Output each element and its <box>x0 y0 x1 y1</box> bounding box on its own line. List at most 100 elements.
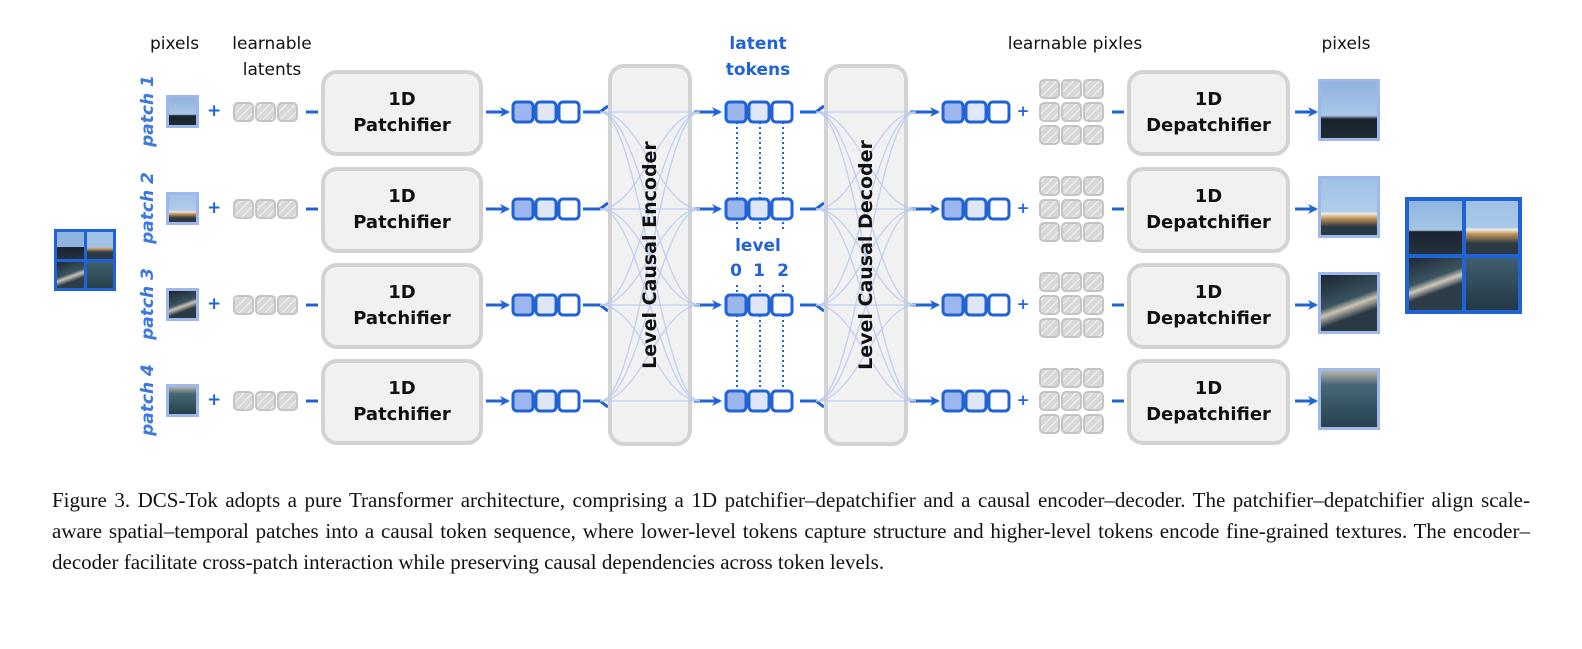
label-learnable-latents-2: latents <box>242 60 302 80</box>
output-image-quad-3 <box>1409 257 1462 310</box>
row-1-patch-token-level-0 <box>511 100 535 124</box>
row-4-decoded-token-level-0 <box>941 389 965 413</box>
row-3-latent-token-level-0 <box>724 293 748 317</box>
input-image-quad-1 <box>57 232 84 259</box>
row-3-decoded-token-level-0 <box>941 293 965 317</box>
patchifier-line2: Patchifier <box>353 308 451 329</box>
row-3-latent-token-level-1 <box>747 293 771 317</box>
row-4-input-patch-image <box>166 384 199 417</box>
row-1-patch-token-level-1 <box>534 100 558 124</box>
decoder-connection <box>815 304 917 402</box>
row-3-learnable-latent-2 <box>277 295 298 315</box>
input-image-quad-3 <box>57 261 84 288</box>
depatchifier-line1: 1D <box>1194 89 1223 110</box>
depatchifier-line1: 1D <box>1194 186 1223 207</box>
output-image-quad-1 <box>1409 201 1462 254</box>
label-learnable-pixels: learnable pixles <box>1007 34 1143 54</box>
level-index-1: 1 <box>753 261 765 281</box>
row-2-patch-label: patch 2 <box>138 172 158 244</box>
cross-attention-lines <box>599 111 917 402</box>
encoder-connection <box>599 111 701 402</box>
row-1-latent-token-level-2 <box>770 100 794 124</box>
row-3-plus-pixels: + <box>1016 295 1030 313</box>
row-2-output-patch-image <box>1318 176 1380 238</box>
encoder-connection <box>599 111 701 210</box>
depatchifier-line1: 1D <box>1194 282 1223 303</box>
row-1-plus-pixels: + <box>1016 102 1030 120</box>
row-3-patch-token-level-1 <box>534 293 558 317</box>
row-1-decoded-token-level-2 <box>987 100 1011 124</box>
patchifier-line2: Patchifier <box>353 115 451 136</box>
row-4-learnable-pixel-r1-1 <box>1061 391 1082 411</box>
row-4-patch-token-level-1 <box>534 389 558 413</box>
row-3-decoded-token-level-1 <box>964 293 988 317</box>
row-4-patch-label: patch 4 <box>138 364 158 436</box>
row-4-learnable-pixel-r2-1 <box>1061 414 1082 434</box>
row-1-learnable-pixel-r2-2 <box>1083 125 1104 145</box>
row-4-patch-token-level-2 <box>557 389 581 413</box>
row-4-decoded-token-level-1 <box>964 389 988 413</box>
architecture-diagram: pixels learnable latents latent tokens l… <box>54 34 1522 446</box>
row-3-latent-token-level-2 <box>770 293 794 317</box>
row-1-decoded-token-level-1 <box>964 100 988 124</box>
input-image-quad-4 <box>86 261 113 288</box>
encoder-label: Level Causal Encoder <box>639 141 661 369</box>
row-1-output-patch-image <box>1318 79 1380 141</box>
row-1-input-patch-image <box>166 95 199 128</box>
row-1-latent-token-level-0 <box>724 100 748 124</box>
row-4-learnable-pixel-r2-0 <box>1039 414 1060 434</box>
row-1-learnable-pixel-r2-0 <box>1039 125 1060 145</box>
row-4-learnable-latent-0 <box>233 391 254 411</box>
row-4-plus-latents: + <box>207 390 222 410</box>
row-2-learnable-latent-1 <box>255 199 276 219</box>
row-2-patch-token-level-0 <box>511 197 535 221</box>
row-3-patch-token-level-2 <box>557 293 581 317</box>
row-3-learnable-latent-0 <box>233 295 254 315</box>
row-1-patch-label: patch 1 <box>138 75 158 147</box>
row-3-learnable-pixel-r1-0 <box>1039 295 1060 315</box>
row-4-decoded-token-level-2 <box>987 389 1011 413</box>
patchifier-line1: 1D <box>388 186 416 207</box>
row-4-learnable-pixel-r1-2 <box>1083 391 1104 411</box>
output-image-quad-4 <box>1465 257 1518 310</box>
row-2-learnable-pixel-r0-1 <box>1061 176 1082 196</box>
depatchifier-line2: Depatchifier <box>1146 308 1271 329</box>
decoder-label: Level Causal Decoder <box>855 140 877 370</box>
patchifier-line2: Patchifier <box>353 404 451 425</box>
row-3-learnable-pixel-r0-1 <box>1061 272 1082 292</box>
row-2-depatchifier: 1D Depatchifier <box>1127 167 1290 253</box>
row-3-depatchifier: 1D Depatchifier <box>1127 263 1290 349</box>
depatchifier-line2: Depatchifier <box>1146 212 1271 233</box>
row-3-output-patch-image <box>1318 272 1380 334</box>
row-1-patch-token-level-2 <box>557 100 581 124</box>
patchifier-line1: 1D <box>388 89 416 110</box>
row-1-learnable-latent-0 <box>233 102 254 122</box>
row-2-plus-latents: + <box>207 198 222 218</box>
level-index-2: 2 <box>777 261 789 281</box>
row-4-latent-token-level-1 <box>747 389 771 413</box>
row-1-learnable-latent-1 <box>255 102 276 122</box>
decoder-connection <box>815 208 917 402</box>
row-3-input-patch-image <box>166 288 199 321</box>
row-1-learnable-pixel-r0-0 <box>1039 79 1060 99</box>
row-3-learnable-pixel-r2-0 <box>1039 318 1060 338</box>
row-3-patch-token-level-0 <box>511 293 535 317</box>
patchifier-line1: 1D <box>388 282 416 303</box>
row-2-learnable-latent-0 <box>233 199 254 219</box>
row-1-learnable-pixel-r1-0 <box>1039 102 1060 122</box>
row-3-decoded-token-level-2 <box>987 293 1011 317</box>
label-latent-tokens-1: latent <box>729 34 787 54</box>
row-3-patch-label: patch 3 <box>138 268 158 340</box>
row-2-learnable-pixel-r1-2 <box>1083 199 1104 219</box>
row-3-learnable-pixel-r0-0 <box>1039 272 1060 292</box>
row-2-patch-token-level-2 <box>557 197 581 221</box>
output-image-quad-2 <box>1465 201 1518 254</box>
row-4-patch-token-level-0 <box>511 389 535 413</box>
row-2-patch-token-level-1 <box>534 197 558 221</box>
row-2-learnable-pixel-r1-0 <box>1039 199 1060 219</box>
row-1-patchifier: 1D Patchifier <box>321 70 483 156</box>
row-2-learnable-pixel-r0-2 <box>1083 176 1104 196</box>
